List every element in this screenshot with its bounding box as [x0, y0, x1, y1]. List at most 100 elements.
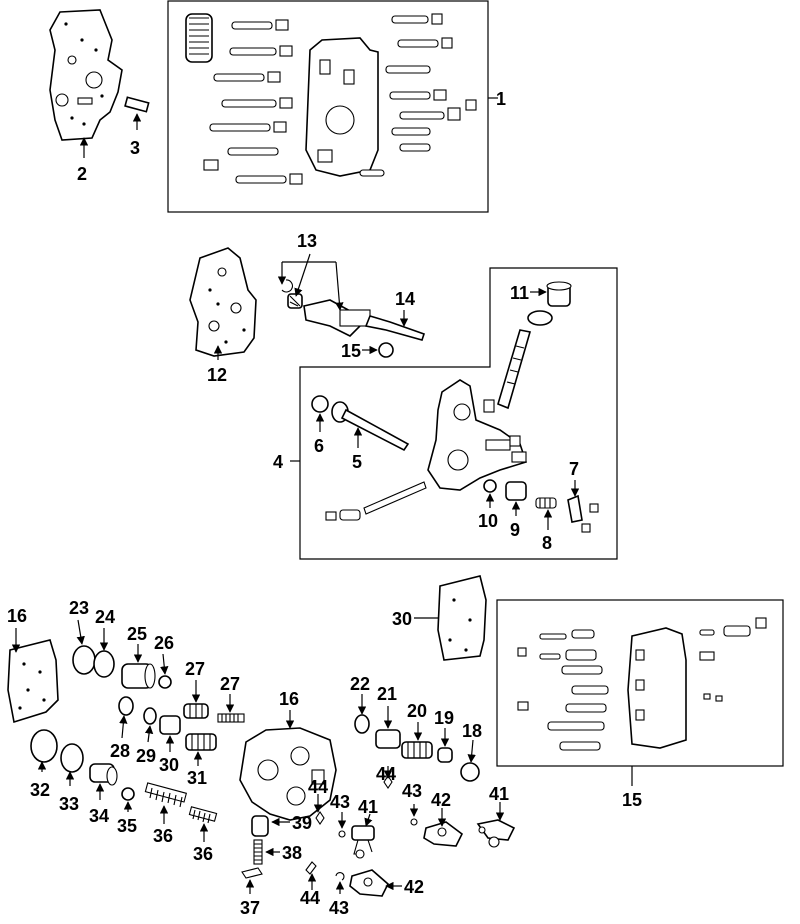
part-9-sleeve: [505, 481, 527, 501]
part-38-pin: [241, 867, 263, 879]
callout-13: 13: [297, 231, 317, 251]
callout-34: 33: [59, 794, 79, 814]
callout-26: 25: [127, 624, 147, 644]
part-27-ring: [158, 675, 172, 689]
part-24-ring: [72, 645, 96, 675]
callout-12: 12: [207, 365, 227, 385]
part-10-ring: [483, 479, 497, 493]
part-34-ring: [60, 743, 84, 773]
callout-44-c: 44: [300, 888, 320, 908]
callout-35: 34: [89, 806, 109, 826]
part-37-spring: [144, 782, 188, 808]
callout-36: 35: [117, 816, 137, 836]
part-1-valve-body-assembly: [185, 13, 477, 185]
part-21-sleeve: [401, 741, 433, 759]
part-41-solenoid-left: [351, 825, 375, 859]
part-29-ring: [118, 696, 134, 716]
assembly-1-frame: [167, 0, 489, 213]
callout-19: 18: [462, 721, 482, 741]
callout-15-upper: 15: [341, 341, 361, 361]
part-6-ring: [311, 395, 329, 413]
part-40-plug: [251, 815, 269, 837]
callout-29: 28: [110, 741, 130, 761]
callout-24: 23: [69, 598, 89, 618]
callout-5: 5: [352, 452, 362, 472]
callout-41-b: 41: [489, 784, 509, 804]
callout-9: 9: [510, 520, 520, 540]
part-19-ring: [460, 762, 480, 782]
part-12-plate: [189, 247, 257, 357]
part-13-shaft-group: [281, 279, 371, 337]
callout-44-a: 44: [308, 777, 328, 797]
callout-11: 11: [510, 283, 529, 303]
part-35-piston: [89, 763, 118, 786]
part-14-rod: [364, 315, 426, 341]
callout-22: 21: [377, 684, 397, 704]
callout-18: 16: [7, 606, 27, 626]
callout-27: 26: [154, 633, 174, 653]
part-22-sleeve: [375, 729, 401, 749]
part-28b-sleeve: [183, 703, 209, 719]
callout-42-b: 42: [404, 877, 424, 897]
callout-10: 10: [478, 511, 498, 531]
part-37b-spring: [188, 806, 218, 824]
assembly-4-frame: [299, 267, 618, 560]
part-8-spring: [535, 497, 557, 509]
part-36-ring: [121, 787, 135, 801]
callout-8: 8: [542, 533, 552, 553]
part-3-pin: [124, 96, 150, 113]
callout-33: 32: [30, 780, 50, 800]
part-26-piston: [121, 663, 156, 689]
part-18-plate: [7, 639, 59, 724]
part-43-clip-c: [335, 872, 345, 881]
part-25-ring: [93, 650, 115, 678]
part-23-ring: [354, 714, 370, 734]
part-20-ring: [437, 747, 453, 763]
part-16-plate: [437, 575, 487, 661]
callout-3: 3: [130, 138, 140, 158]
part-17-valve-body: [239, 727, 337, 821]
part-7-cover-plate: [567, 494, 599, 533]
part-15-valve-body-assembly: [517, 617, 767, 751]
callout-4: 4: [273, 452, 283, 472]
callout-14: 14: [395, 289, 415, 309]
callout-16: 30: [392, 609, 412, 629]
callout-20: 19: [434, 708, 454, 728]
callout-44-b: 44: [376, 764, 396, 784]
callout-30: 29: [136, 746, 156, 766]
part-4-pump-housing: [427, 329, 532, 491]
part-39-spring: [253, 839, 263, 865]
callout-37-b: 36: [193, 844, 213, 864]
callout-40: 39: [292, 813, 312, 833]
callout-41-a: 41: [358, 797, 378, 817]
callout-28: 27: [220, 674, 240, 694]
part-33-ring: [30, 729, 58, 763]
part-43-clip-b: [410, 818, 418, 826]
callout-38: 37: [240, 898, 260, 918]
part-30-ring: [143, 707, 157, 725]
part-4-spool-row: [325, 481, 427, 521]
callout-15-lower: 15: [622, 790, 642, 810]
callout-39: 38: [282, 843, 302, 863]
callout-42-a: 42: [431, 790, 451, 810]
part-15-ring-upper: [378, 342, 394, 358]
part-42-solenoid-lower: [349, 869, 389, 897]
part-41-solenoid-right: [476, 819, 516, 848]
part-2-plate: [49, 9, 123, 141]
part-11-cap: [527, 281, 572, 326]
callout-37: 36: [153, 826, 173, 846]
part-44-clip-lower: [305, 861, 317, 875]
callout-28-sleeve: 27: [185, 659, 205, 679]
part-32-sleeve: [185, 733, 217, 751]
callout-43-a: 43: [330, 792, 350, 812]
callout-1: 1: [496, 89, 506, 109]
part-31-sleeve: [159, 715, 181, 735]
callout-31: 30: [159, 755, 179, 775]
assembly-15-frame: [496, 599, 784, 767]
callout-25: 24: [95, 607, 115, 627]
callout-23: 22: [350, 674, 370, 694]
callout-21: 20: [407, 701, 427, 721]
part-44-clip-upper-left: [315, 811, 325, 825]
callout-7: 7: [569, 459, 579, 479]
